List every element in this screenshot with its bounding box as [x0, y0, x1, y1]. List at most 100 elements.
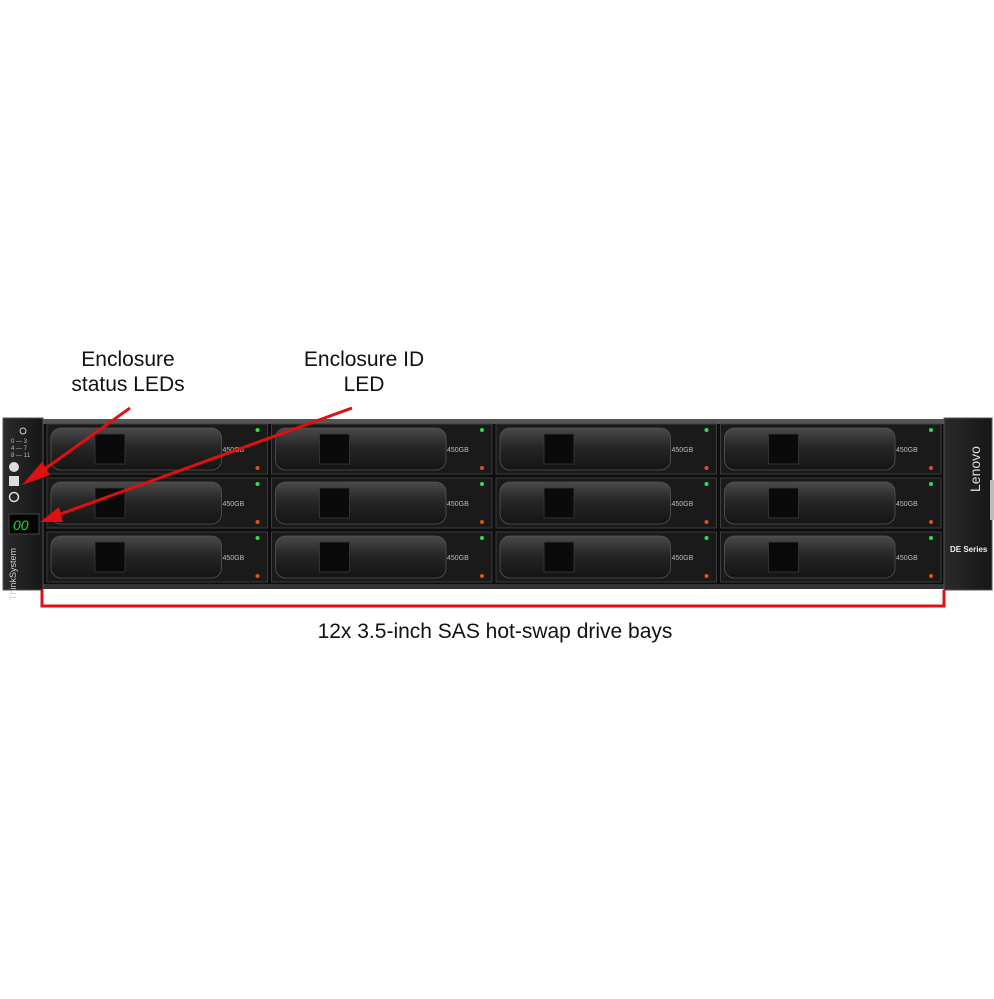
- drive-activity-led: [704, 428, 709, 432]
- drive-fault-led: [255, 520, 260, 524]
- drive-carrier[interactable]: 450GB: [46, 423, 268, 475]
- drive-grip: [543, 433, 575, 465]
- drive-grip: [768, 433, 799, 465]
- drive-handle[interactable]: [499, 481, 671, 525]
- enclosure-id-value: 00: [13, 517, 29, 533]
- drive-capacity-label: 450GB: [896, 555, 918, 562]
- drive-capacity-label: 450GB: [672, 555, 694, 562]
- callout-line: Enclosure ID: [303, 348, 425, 371]
- drive-handle[interactable]: [275, 427, 447, 471]
- drive-capacity-label: 450GB: [223, 501, 245, 508]
- drive-grip: [768, 541, 799, 573]
- drive-activity-led: [480, 536, 484, 540]
- drive-carrier[interactable]: 450GB: [720, 423, 942, 475]
- drive-handle[interactable]: [724, 481, 896, 525]
- series-label: DE Series: [950, 545, 988, 554]
- drive-handle[interactable]: [275, 535, 447, 579]
- drive-grip: [543, 487, 575, 519]
- drive-fault-led: [255, 574, 260, 578]
- callout-line: Enclosure: [81, 348, 175, 371]
- drive-fault-led: [929, 520, 933, 524]
- drive-activity-led: [929, 428, 933, 432]
- drive-carrier[interactable]: 450GB: [495, 531, 717, 583]
- attention-icon: [9, 476, 19, 486]
- drive-bays-bracket: [40, 590, 946, 608]
- drive-fault-led: [704, 520, 709, 524]
- drive-capacity-label: 450GB: [896, 501, 918, 508]
- drive-capacity-label: 450GB: [672, 447, 694, 454]
- drive-carrier[interactable]: 450GB: [271, 423, 493, 475]
- led-row-label: 4 — 7: [11, 446, 28, 452]
- drive-activity-led: [929, 482, 933, 486]
- drive-carrier[interactable]: 450GB: [495, 477, 717, 529]
- right-ear: Lenovo DE Series: [943, 417, 994, 591]
- callout-arrows: [22, 406, 353, 522]
- drive-carrier[interactable]: 450GB: [271, 531, 493, 583]
- led-row-label: 8 — 11: [11, 453, 31, 459]
- drive-fault-led: [255, 466, 260, 470]
- power-icon: [9, 462, 19, 472]
- drive-grip: [768, 487, 799, 519]
- drive-carrier[interactable]: 450GB: [720, 531, 942, 583]
- drive-fault-led: [704, 574, 709, 578]
- callout-line: status LEDs: [71, 373, 185, 396]
- enclosure-id-arrowhead: [40, 507, 63, 522]
- drive-grip: [543, 541, 575, 573]
- drive-activity-led: [929, 536, 933, 540]
- drive-capacity-label: 450GB: [223, 555, 245, 562]
- drive-handle[interactable]: [275, 481, 447, 525]
- drive-fault-led: [480, 520, 484, 524]
- drive-handle[interactable]: [50, 481, 222, 525]
- drive-handle[interactable]: [50, 535, 222, 579]
- drive-activity-led: [480, 428, 484, 432]
- drive-capacity-label: 450GB: [447, 447, 469, 454]
- drive-activity-led: [255, 536, 260, 540]
- drive-capacity-label: 450GB: [447, 501, 469, 508]
- drive-handle[interactable]: [499, 427, 671, 471]
- drive-fault-led: [480, 574, 484, 578]
- drive-carrier[interactable]: 450GB: [271, 477, 493, 529]
- lenovo-logo: Lenovo: [967, 446, 983, 492]
- locate-icon: [8, 491, 20, 503]
- callout-line: LED: [343, 373, 385, 396]
- drive-activity-led: [255, 482, 260, 486]
- drive-grip: [94, 541, 126, 573]
- enclosure-id-arrow: [54, 406, 353, 518]
- drive-handle[interactable]: [724, 427, 896, 471]
- drive-bays-caption: 12x 3.5-inch SAS hot-swap drive bays: [317, 620, 673, 643]
- drive-capacity-label: 450GB: [672, 501, 694, 508]
- drive-fault-led: [929, 574, 933, 578]
- drive-carrier[interactable]: 450GB: [46, 477, 268, 529]
- left-brand-label: ThinkSystem: [8, 548, 18, 600]
- drive-capacity-label: 450GB: [896, 447, 918, 454]
- drive-activity-led: [704, 536, 709, 540]
- status-led-panel: 0 — 3 4 — 7 8 — 11: [11, 439, 31, 459]
- drive-activity-led: [255, 428, 260, 432]
- drive-fault-led: [929, 466, 933, 470]
- drive-handle[interactable]: [724, 535, 896, 579]
- drive-capacity-label: 450GB: [447, 555, 469, 562]
- drive-carrier[interactable]: 450GB: [495, 423, 717, 475]
- left-ear: 0 — 3 4 — 7 8 — 11 00 ThinkSystem: [2, 417, 44, 600]
- drive-handle[interactable]: [499, 535, 671, 579]
- status-leds-arrowhead: [22, 462, 50, 485]
- drive-grip: [319, 487, 350, 519]
- drive-grip: [94, 433, 126, 465]
- drive-activity-led: [480, 482, 484, 486]
- drive-bays: 450GB 450GB 450GB 450GB 450GB 450GB 450GB 450GB…: [46, 423, 942, 583]
- drive-fault-led: [704, 466, 709, 470]
- drive-handle[interactable]: [50, 427, 222, 471]
- drive-activity-led: [704, 482, 709, 486]
- drive-fault-led: [480, 466, 484, 470]
- drive-grip: [319, 433, 350, 465]
- drive-carrier[interactable]: 450GB: [720, 477, 942, 529]
- drive-carrier[interactable]: 450GB: [46, 531, 268, 583]
- status-leds-arrow: [34, 406, 131, 478]
- led-row-label: 0 — 3: [11, 439, 28, 445]
- enclosure-id-display: [8, 513, 40, 535]
- enclosure-id-led-label: Enclosure ID LED: [280, 347, 448, 397]
- drive-grip: [319, 541, 350, 573]
- enclosure-status-leds-label: Enclosure status LEDs: [48, 347, 208, 397]
